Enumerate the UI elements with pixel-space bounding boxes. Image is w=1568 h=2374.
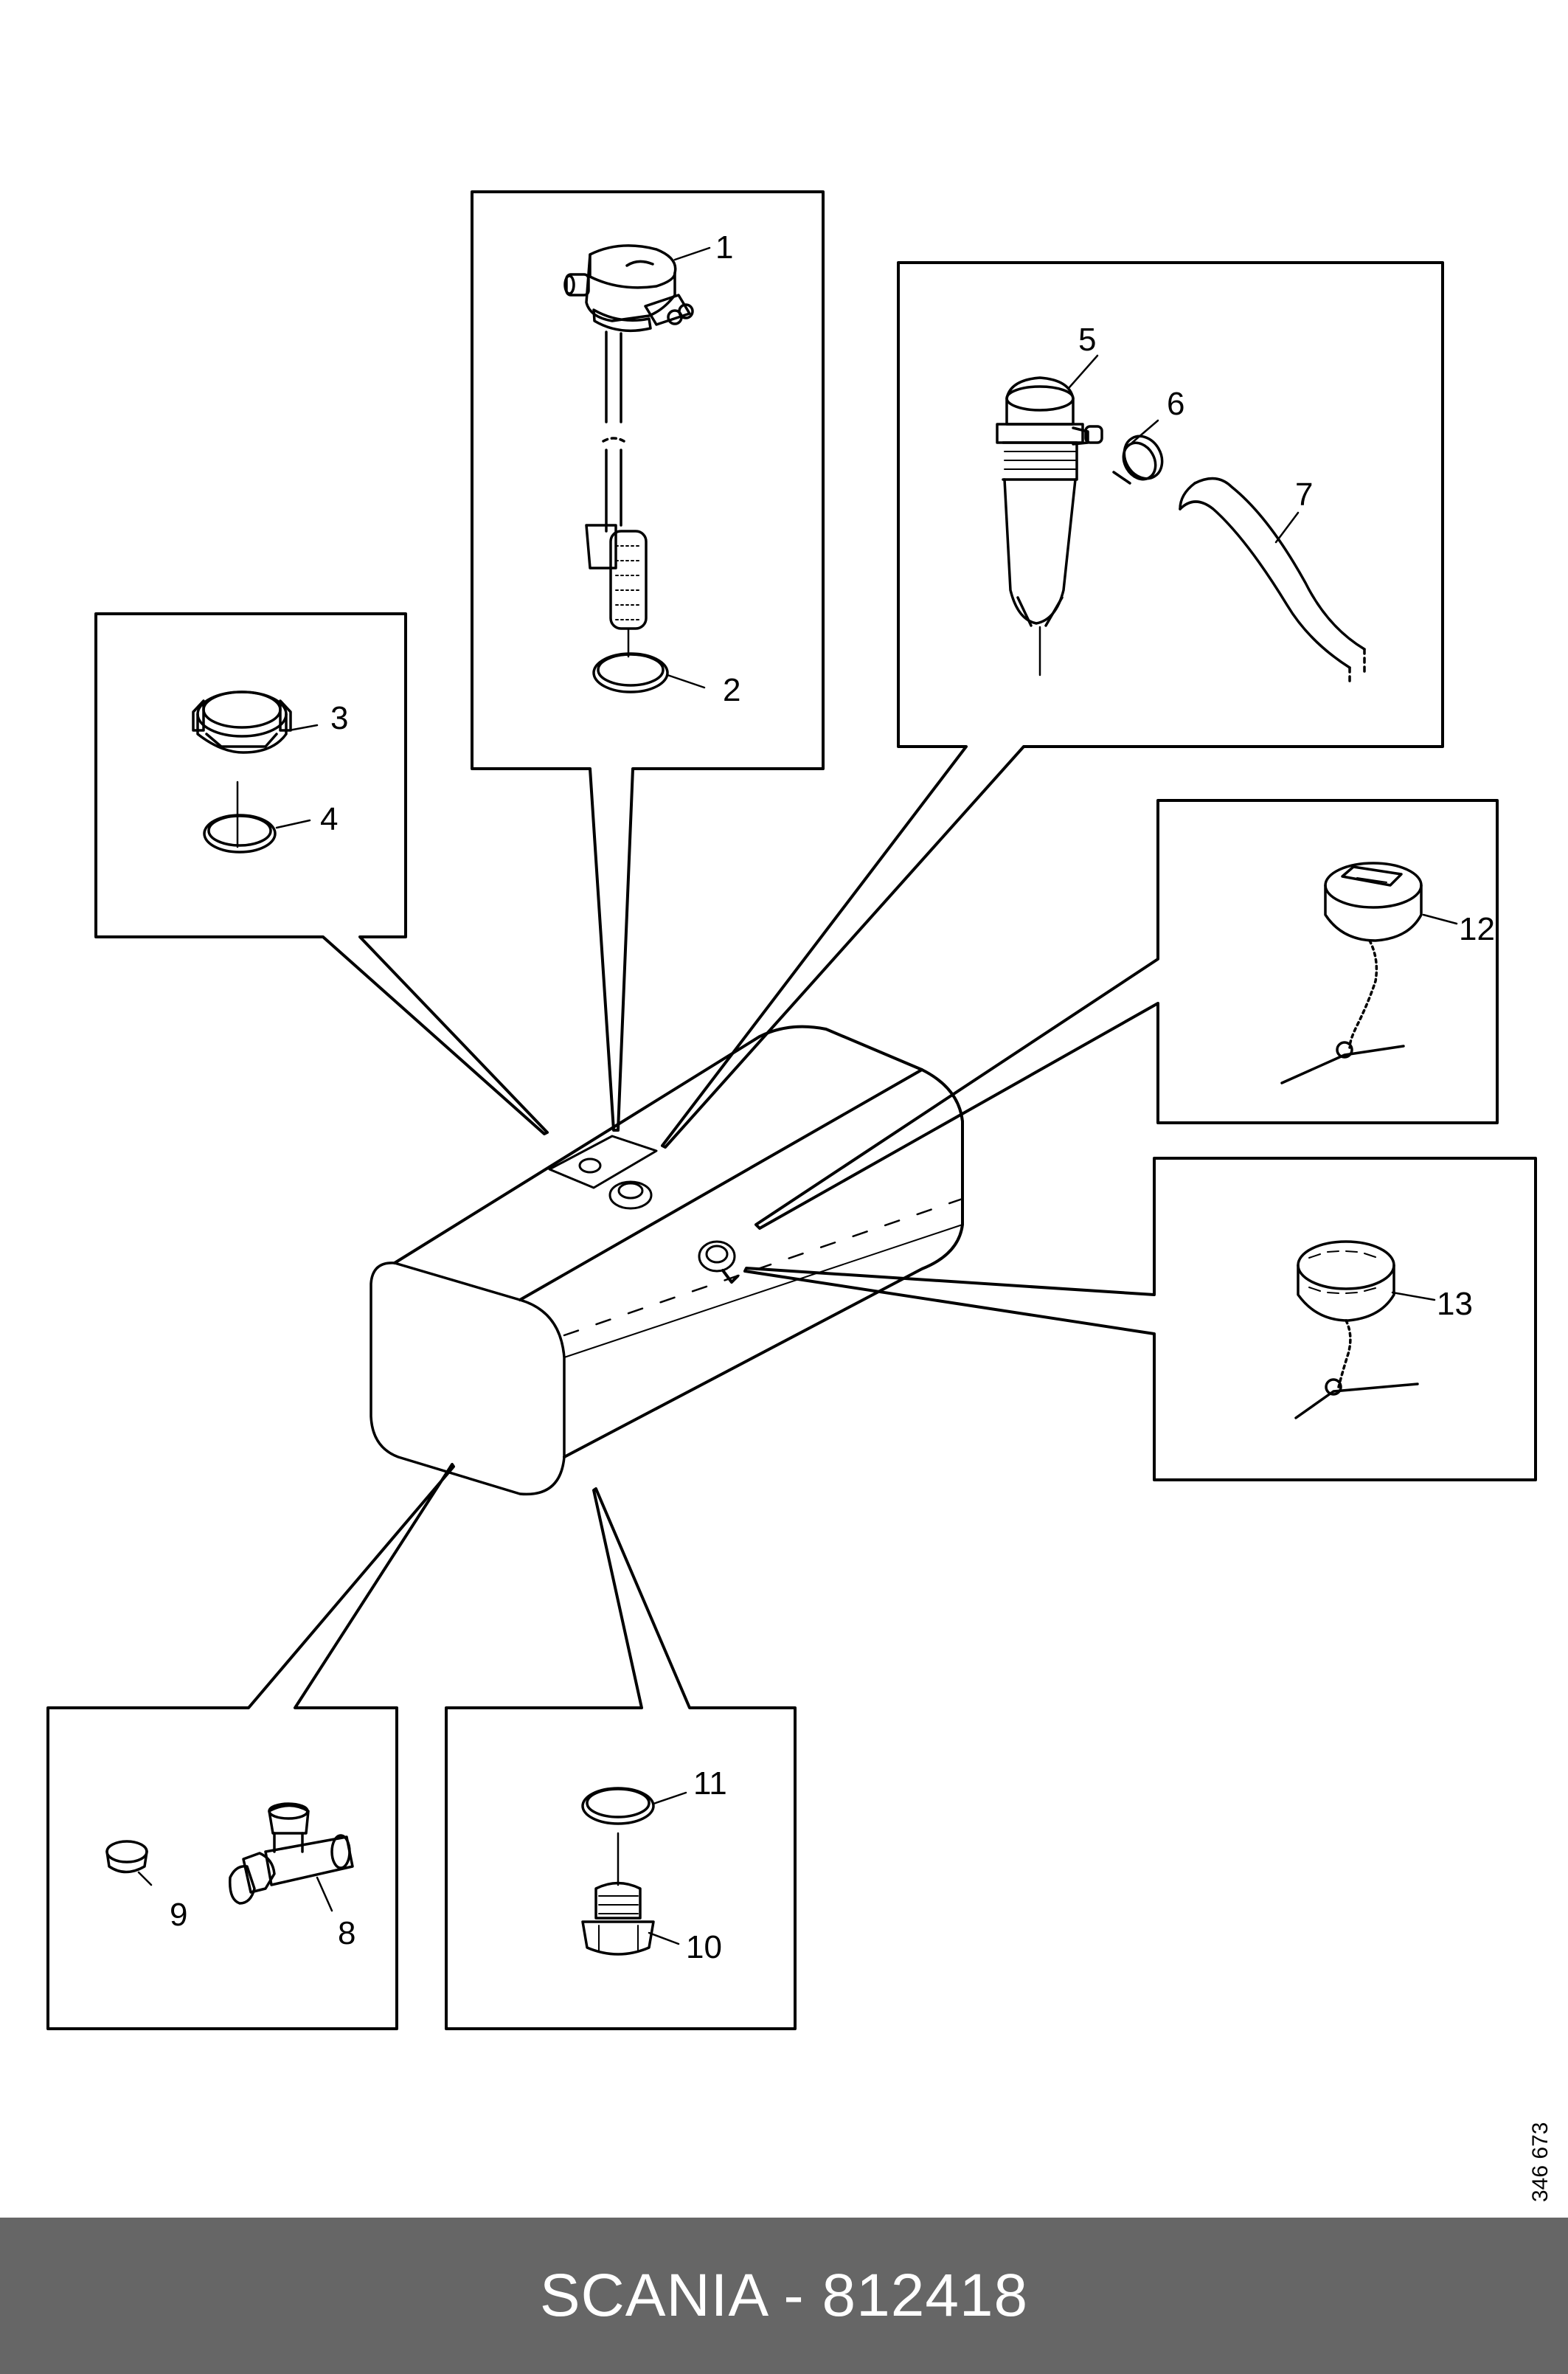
footer-title: SCANIA - 812418 (539, 2262, 1029, 2329)
level-sender (563, 244, 694, 693)
drain-valve (105, 1802, 354, 1912)
callout-4: 4 (320, 801, 338, 837)
reference-number: 346 673 (1528, 2122, 1553, 2202)
lock-ring (192, 691, 292, 854)
drain-fitting (996, 376, 1366, 684)
filler-cap-12 (1280, 862, 1423, 1084)
footer-bar: SCANIA - 812418 (0, 2218, 1568, 2374)
callout-11: 11 (693, 1765, 727, 1802)
callout-box-5-7 (661, 261, 1444, 1149)
callout-box-3-4 (94, 612, 549, 1135)
callout-7: 7 (1295, 477, 1313, 513)
callout-6: 6 (1167, 386, 1184, 422)
drain-plug (581, 1787, 687, 1956)
callout-box-12 (754, 799, 1499, 1230)
callout-box-8-9 (46, 1463, 455, 2030)
callout-9: 9 (170, 1897, 187, 1933)
callout-10: 10 (686, 1929, 722, 1965)
callout-box-13 (743, 1157, 1537, 1481)
callout-13: 13 (1437, 1286, 1473, 1322)
filler-cap-13 (1294, 1240, 1419, 1419)
callout-box-10-11 (445, 1487, 797, 2030)
fuel-tank (370, 1025, 964, 1496)
callout-8: 8 (338, 1915, 355, 1951)
callout-box-1-2 (471, 190, 825, 1132)
callout-12: 12 (1459, 911, 1495, 947)
callout-5: 5 (1078, 322, 1096, 358)
callout-1: 1 (715, 229, 733, 266)
exploded-parts-diagram: 1 2 3 4 5 6 7 8 9 10 11 12 13 346 673 (46, 190, 1553, 2202)
callout-2: 2 (723, 672, 740, 708)
callout-3: 3 (330, 700, 348, 736)
